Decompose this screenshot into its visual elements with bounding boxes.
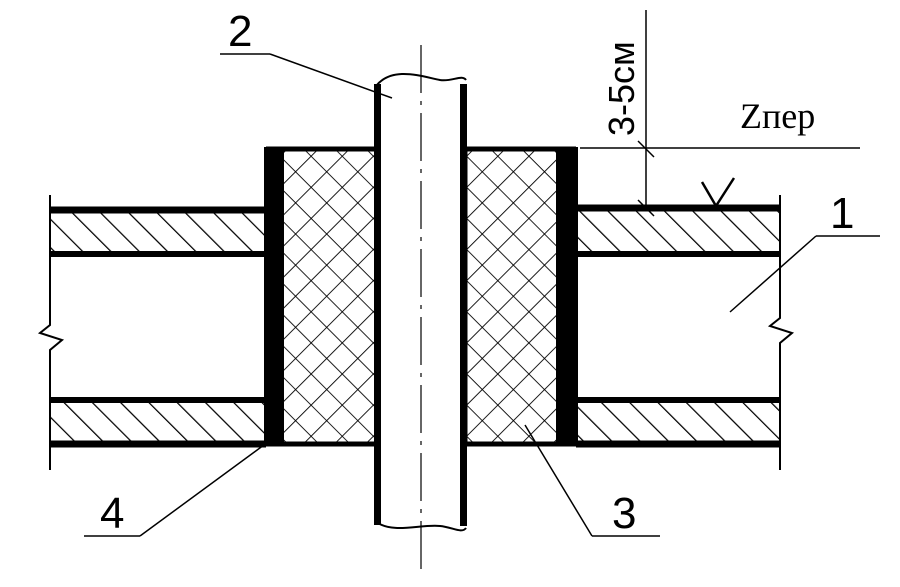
sleeve-wall-left [264,147,284,445]
gap-tick-top [637,140,655,158]
slab-right-bottom-layer [576,400,780,444]
gap-dimension-label: 3-5см [601,41,642,136]
floor-level-label: Zпер [740,96,815,136]
slab-right [576,195,795,470]
floor-level-marker [700,177,736,209]
callout-label-sleeve: 4 [100,489,124,538]
callout-label-insulation: 3 [612,489,636,538]
callout-label-pipe: 2 [228,7,252,56]
slab-left-top-layer [50,210,266,254]
slab-left-bottom-layer [50,400,266,444]
slab-right-top-layer [576,208,780,254]
callout-label-slab: 1 [830,189,854,238]
break-line-left [37,195,65,470]
insulation-right [464,148,560,445]
gap-tick-bottom [637,199,655,217]
break-line-right [767,195,795,470]
pipe [374,45,467,570]
slab-left [37,195,266,470]
pipe-wall-left [374,84,381,525]
sleeve-wall-right [556,147,578,445]
pipe-wall-right [460,84,467,526]
insulation-left [280,148,378,445]
